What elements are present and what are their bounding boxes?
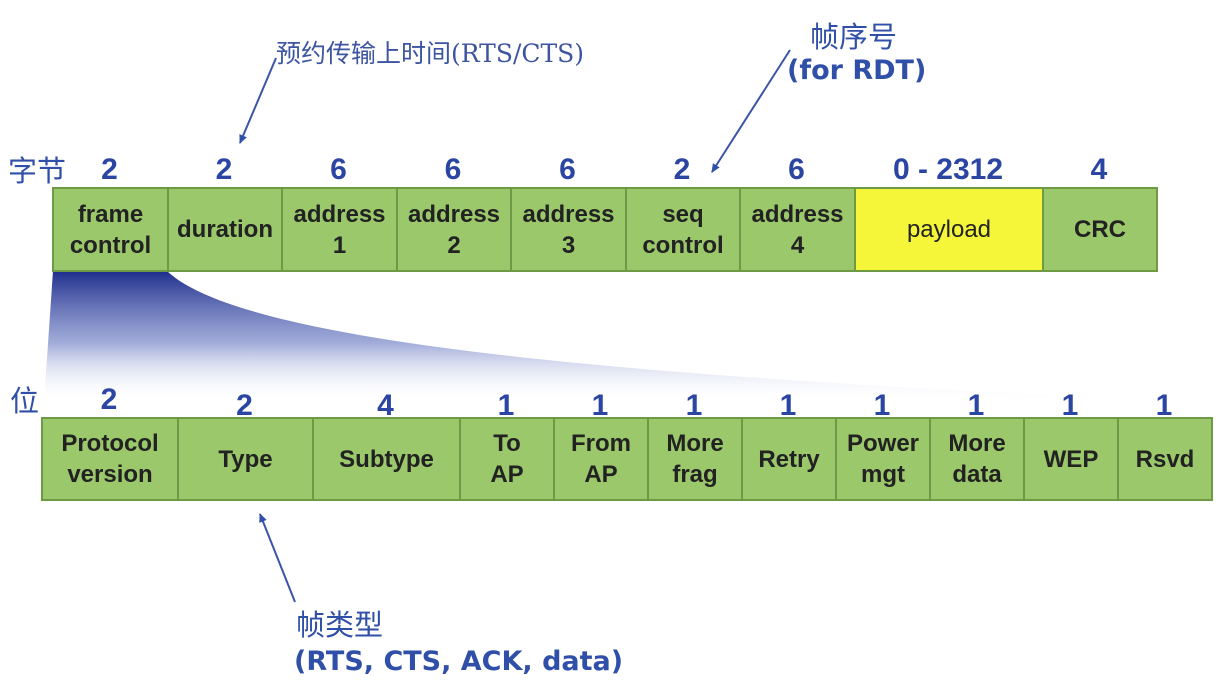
fc-field-text: Subtype bbox=[339, 445, 434, 473]
fc-field-text: WEP bbox=[1043, 445, 1099, 473]
frame-field-address-3: address 3 bbox=[510, 187, 627, 272]
type-note-en: (RTS, CTS, ACK, data) bbox=[294, 646, 624, 677]
fc-field-type: Type bbox=[177, 417, 314, 501]
frame-field-text: 3 bbox=[561, 231, 576, 259]
frame-field-address-1: address 1 bbox=[281, 187, 398, 272]
frame-size-label: 2 bbox=[101, 153, 118, 186]
fc-size-label: 2 bbox=[100, 383, 118, 416]
fc-size-label: 1 bbox=[1155, 389, 1173, 422]
fc-field-text: data bbox=[952, 461, 1002, 488]
frame-field-crc: CRC bbox=[1042, 187, 1158, 272]
fc-field-text: To bbox=[493, 430, 521, 457]
frame-field-text: frame bbox=[77, 200, 144, 228]
frame-size-label: 6 bbox=[788, 153, 805, 186]
fc-field-more-frag: More frag bbox=[647, 417, 743, 501]
fc-field-subtype: Subtype bbox=[312, 417, 461, 501]
seq-note-en: (for RDT) bbox=[787, 55, 927, 86]
fc-field-rsvd: Rsvd bbox=[1117, 417, 1213, 501]
frame-size-label: 2 bbox=[215, 153, 233, 186]
fc-size-label: 1 bbox=[497, 389, 515, 422]
byte-unit-label: 字节 bbox=[8, 154, 67, 188]
fc-size-label: 1 bbox=[685, 389, 703, 422]
type-note-cn: 帧类型 bbox=[296, 608, 384, 642]
frame-size-label: 2 bbox=[673, 153, 691, 186]
fc-field-text: More bbox=[948, 430, 1006, 457]
fc-field-power-mgt: Power mgt bbox=[835, 417, 931, 501]
fc-field-text: mgt bbox=[861, 461, 905, 488]
fc-size-label: 1 bbox=[591, 389, 609, 422]
bit-unit-label: 位 bbox=[10, 384, 40, 418]
fc-field-text: AP bbox=[490, 461, 524, 488]
fc-size-label: 2 bbox=[236, 389, 253, 422]
type-arrow bbox=[259, 513, 296, 603]
frame-size-label: 6 bbox=[444, 153, 462, 186]
fc-size-label: 1 bbox=[1061, 389, 1079, 422]
frame-field-text: address bbox=[293, 200, 386, 228]
frame-field-seq-control: seq control bbox=[625, 187, 741, 272]
frame-field-text: duration bbox=[177, 216, 273, 243]
frame-field-text: 1 bbox=[332, 231, 347, 259]
frame-field-text: 4 bbox=[790, 231, 805, 259]
frame-field-text: address bbox=[407, 200, 501, 228]
fc-field-text: Rsvd bbox=[1135, 445, 1195, 473]
fc-field-text: Power bbox=[846, 430, 920, 457]
fc-size-label: 1 bbox=[967, 389, 985, 422]
frame-size-label: 4 bbox=[1090, 153, 1108, 186]
fan-shape bbox=[44, 271, 1200, 402]
fc-field-retry: Retry bbox=[741, 417, 837, 501]
fc-field-text: Retry bbox=[758, 445, 820, 473]
seq-note-cn: 帧序号 bbox=[810, 20, 898, 54]
duration-note: 预约传输上时间(RTS/CTS) bbox=[276, 39, 585, 68]
fc-size-label: 1 bbox=[873, 389, 891, 422]
frame-field-duration: duration bbox=[167, 187, 283, 272]
fc-field-protocol-version: Protocol version bbox=[41, 417, 179, 501]
frame-field-text: control bbox=[69, 231, 152, 259]
frame-field-text: control bbox=[642, 231, 724, 259]
frame-size-label: 6 bbox=[559, 153, 576, 186]
fc-size-label: 4 bbox=[377, 389, 394, 422]
fc-field-text: Type bbox=[218, 445, 273, 473]
frame-field-payload: payload bbox=[854, 187, 1044, 272]
frame-field-address-4: address 4 bbox=[739, 187, 856, 272]
fc-field-text: More bbox=[666, 430, 724, 457]
fc-field-text: version bbox=[67, 461, 153, 488]
fc-field-text: AP bbox=[584, 461, 618, 488]
frame-field-text: address bbox=[751, 200, 844, 228]
frame-size-label: 6 bbox=[330, 153, 347, 186]
fc-field-more-data: More data bbox=[929, 417, 1025, 501]
frame-field-text: seq bbox=[662, 200, 704, 228]
fc-field-text: From bbox=[571, 430, 631, 457]
frame-field-text: payload bbox=[906, 216, 992, 243]
fc-field-wep: WEP bbox=[1023, 417, 1119, 501]
frame-field-text: CRC bbox=[1074, 216, 1126, 243]
frame-field-address-2: address 2 bbox=[396, 187, 512, 272]
fc-size-label: 1 bbox=[779, 389, 797, 422]
fc-field-text: frag bbox=[672, 461, 718, 488]
fc-field-text: Protocol bbox=[61, 430, 159, 457]
frame-field-text: address bbox=[522, 200, 615, 228]
frame-size-label: 0 - 2312 bbox=[892, 153, 1004, 186]
duration-arrow bbox=[239, 57, 277, 144]
frame-field-text: 2 bbox=[447, 231, 461, 259]
seq-arrow bbox=[711, 49, 791, 173]
frame-field-frame-control: frame control bbox=[52, 187, 169, 272]
